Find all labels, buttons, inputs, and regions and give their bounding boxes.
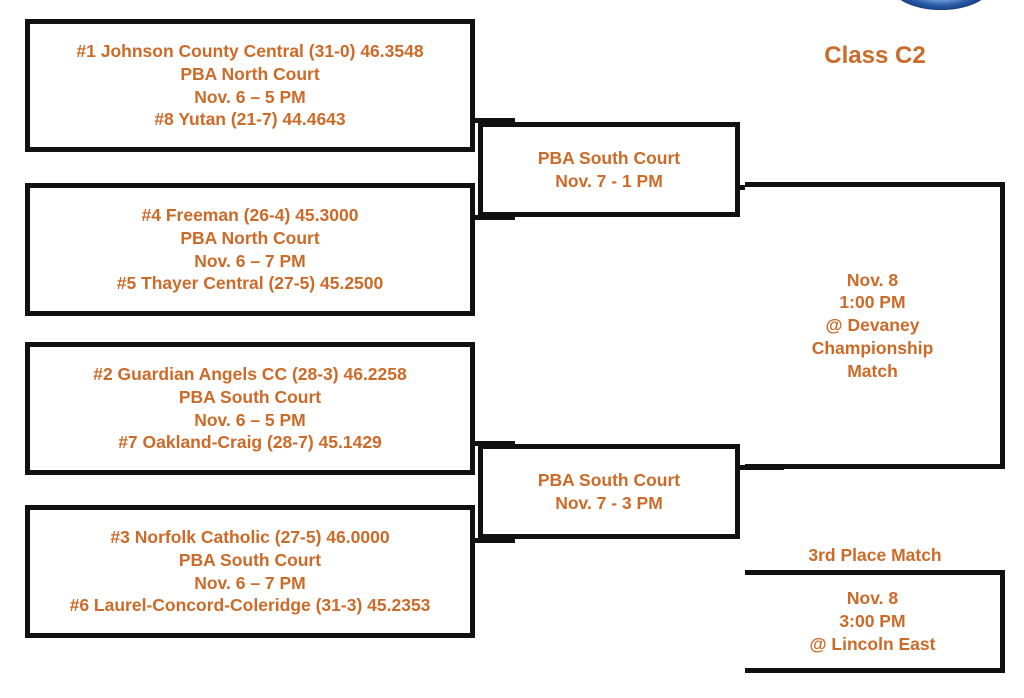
round1-game-4-top-team: #3 Norfolk Catholic (27-5) 46.0000 xyxy=(110,527,390,547)
page-title: Class C2 xyxy=(824,42,926,69)
nsaa-logo-icon xyxy=(893,0,989,10)
connector-game2-to-semifinal1 xyxy=(470,215,515,220)
round1-game-3-datetime: Nov. 6 – 5 PM xyxy=(194,409,306,430)
third-place-label: 3rd Place Match xyxy=(808,545,942,565)
third-place-date: Nov. 8 xyxy=(846,588,899,609)
championship-match[interactable]: Nov. 8 1:00 PM @ Devaney Championship Ma… xyxy=(745,182,1005,469)
round1-game-1[interactable]: #1 Johnson County Central (31-0) 46.3548… xyxy=(25,19,475,152)
third-place-venue: @ Lincoln East xyxy=(809,633,936,654)
round1-game-2[interactable]: #4 Freeman (26-4) 45.3000 PBA North Cour… xyxy=(25,183,475,316)
round1-game-2-venue: PBA North Court xyxy=(180,227,320,248)
semifinal-2-venue: PBA South Court xyxy=(537,469,681,490)
semifinal-1-venue: PBA South Court xyxy=(537,147,681,168)
round1-game-4-bottom-team: #6 Laurel-Concord-Coleridge (31-3) 45.23… xyxy=(69,595,431,616)
round1-game-4[interactable]: #3 Norfolk Catholic (27-5) 46.0000 PBA S… xyxy=(25,505,475,638)
round1-game-2-bottom-team: #5 Thayer Central (27-5) 45.2500 xyxy=(116,273,384,294)
round1-game-3-bottom-team: #7 Oakland-Craig (28-7) 45.1429 xyxy=(118,432,382,453)
championship-time: 1:00 PM xyxy=(839,292,906,313)
championship-label-line2: Match xyxy=(847,360,898,381)
round1-game-3[interactable]: #2 Guardian Angels CC (28-3) 46.2258 PBA… xyxy=(25,342,475,475)
semifinal-1-datetime: Nov. 7 - 1 PM xyxy=(555,170,663,191)
round1-game-1-bottom-team: #8 Yutan (21-7) 44.4643 xyxy=(154,109,346,130)
championship-venue: @ Devaney xyxy=(825,315,920,336)
round1-game-2-datetime: Nov. 6 – 7 PM xyxy=(194,250,306,271)
semifinal-1[interactable]: PBA South Court Nov. 7 - 1 PM xyxy=(478,122,740,217)
championship-label-line1: Championship xyxy=(811,337,934,358)
third-place-time: 3:00 PM xyxy=(839,611,906,632)
round1-game-1-venue: PBA North Court xyxy=(180,63,320,84)
round1-game-1-top-team: #1 Johnson County Central (31-0) 46.3548 xyxy=(76,41,424,61)
round1-game-3-venue: PBA South Court xyxy=(178,386,322,407)
round1-game-1-datetime: Nov. 6 – 5 PM xyxy=(194,86,306,107)
round1-game-3-top-team: #2 Guardian Angels CC (28-3) 46.2258 xyxy=(93,364,407,384)
round1-game-4-venue: PBA South Court xyxy=(178,549,322,570)
championship-date: Nov. 8 xyxy=(846,269,899,290)
round1-game-4-datetime: Nov. 6 – 7 PM xyxy=(194,572,306,593)
connector-game1-to-semifinal1 xyxy=(470,118,515,123)
connector-game4-to-semifinal2 xyxy=(470,538,515,543)
connector-game3-to-semifinal2 xyxy=(470,441,515,446)
round1-game-2-top-team: #4 Freeman (26-4) 45.3000 xyxy=(141,205,359,225)
semifinal-2-datetime: Nov. 7 - 3 PM xyxy=(555,492,663,513)
semifinal-2[interactable]: PBA South Court Nov. 7 - 3 PM xyxy=(478,444,740,539)
third-place-match[interactable]: Nov. 8 3:00 PM @ Lincoln East xyxy=(745,570,1005,673)
